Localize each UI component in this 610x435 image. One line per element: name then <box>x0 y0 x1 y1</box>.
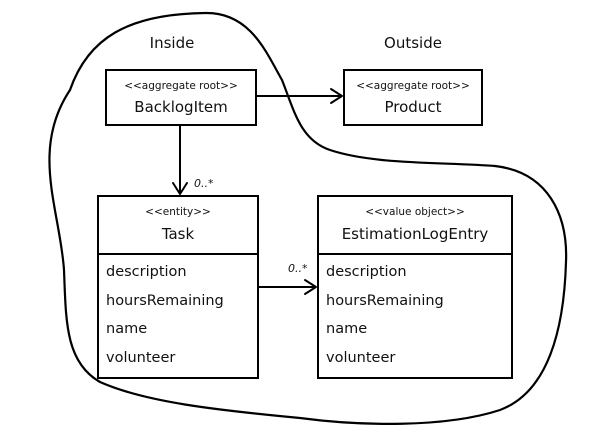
task-attribute: volunteer <box>106 350 175 366</box>
task-estimation-association: 0..* <box>258 262 317 295</box>
product-stereotype: <<aggregate root>> <box>356 80 470 92</box>
outside-region-label: Outside <box>384 34 442 52</box>
task-attribute: description <box>106 264 187 280</box>
backlogitem-product-association <box>256 88 343 104</box>
estimationlogentry-stereotype: <<value object>> <box>365 206 465 218</box>
class-estimationlogentry: <<value object>> EstimationLogEntry desc… <box>317 195 513 379</box>
estimationlogentry-attribute: description <box>326 264 407 280</box>
backlogitem-task-association: 0..* <box>172 125 214 195</box>
class-task: <<entity>> Task description hoursRemaini… <box>97 195 259 379</box>
estimationlogentry-attribute: volunteer <box>326 350 395 366</box>
backlogitem-name: BacklogItem <box>134 98 227 116</box>
class-product: <<aggregate root>> Product <box>343 69 483 126</box>
backlogitem-task-multiplicity: 0..* <box>194 177 214 190</box>
task-stereotype: <<entity>> <box>145 206 211 218</box>
task-attribute: hoursRemaining <box>106 293 224 309</box>
inside-region-label: Inside <box>150 34 195 52</box>
task-estimation-multiplicity: 0..* <box>288 262 308 275</box>
estimationlogentry-name: EstimationLogEntry <box>342 225 489 243</box>
estimationlogentry-attribute: name <box>326 321 367 337</box>
estimationlogentry-attribute: hoursRemaining <box>326 293 444 309</box>
task-name: Task <box>161 225 195 243</box>
class-backlogitem: <<aggregate root>> BacklogItem <box>105 69 257 126</box>
task-attribute: name <box>106 321 147 337</box>
aggregate-boundary <box>48 11 568 425</box>
backlogitem-stereotype: <<aggregate root>> <box>124 80 238 92</box>
product-name: Product <box>385 98 442 116</box>
